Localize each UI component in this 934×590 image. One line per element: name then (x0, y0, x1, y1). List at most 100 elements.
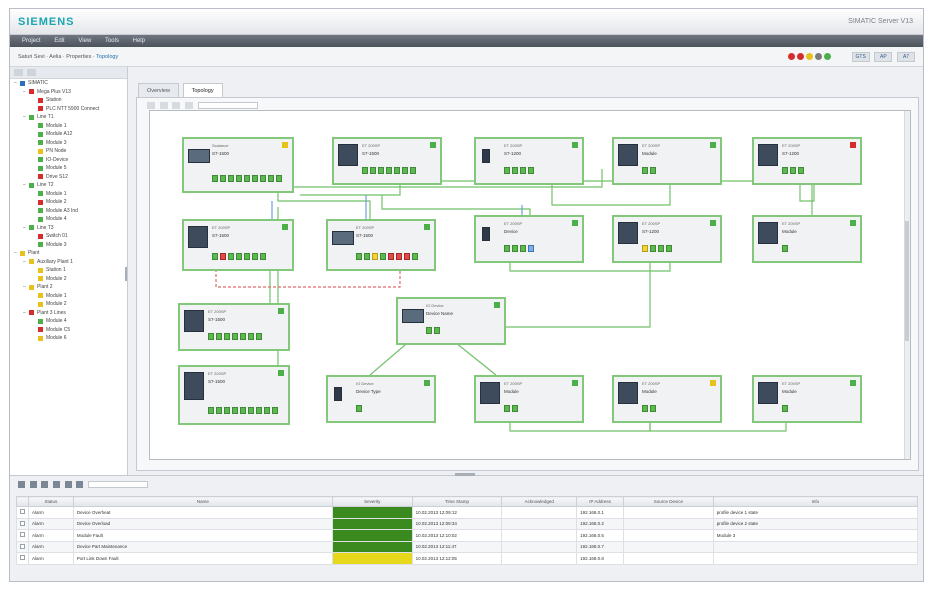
tree-node[interactable]: –Auxiliary Plant 1 (10, 258, 127, 267)
port-icon[interactable] (412, 253, 418, 260)
scrollbar-thumb[interactable] (905, 221, 909, 341)
port-icon[interactable] (264, 407, 270, 414)
expand-toggle-icon[interactable]: – (23, 284, 26, 291)
port-icon[interactable] (260, 175, 266, 182)
menu-item-edit[interactable]: Edit (54, 38, 65, 44)
port-icon[interactable] (642, 167, 648, 174)
export-icon[interactable] (41, 481, 49, 488)
port-icon[interactable] (236, 253, 242, 260)
port-icon[interactable] (260, 253, 266, 260)
tree-node[interactable]: –Line T3 (10, 224, 127, 233)
tree-node[interactable]: –Line T2 (10, 181, 127, 190)
tree-node[interactable]: Station (10, 96, 127, 105)
port-icon[interactable] (364, 253, 370, 260)
menu-item-help[interactable]: Help (132, 38, 145, 44)
menu-item-tools[interactable]: Tools (104, 38, 119, 44)
tree-node[interactable]: –Plant 2 (10, 283, 127, 292)
tree-node[interactable]: –SIMATIC (10, 79, 127, 88)
tree-node[interactable]: Module 1 (10, 190, 127, 199)
port-icon[interactable] (244, 175, 250, 182)
collapse-all-icon[interactable] (14, 69, 23, 76)
port-icon[interactable] (276, 175, 282, 182)
port-icon[interactable] (228, 253, 234, 260)
breadcrumb-current[interactable]: Topology (96, 54, 119, 60)
port-icon[interactable] (394, 167, 400, 174)
port-icon[interactable] (248, 407, 254, 414)
expand-toggle-icon[interactable]: – (23, 224, 26, 231)
port-icon[interactable] (504, 405, 510, 412)
tree-node[interactable]: Module 4 (10, 215, 127, 224)
row-checkbox[interactable] (20, 555, 25, 561)
toolbar-button-gts[interactable]: GTS (851, 52, 870, 62)
network-link[interactable] (799, 169, 815, 202)
port-icon[interactable] (220, 253, 226, 260)
port-icon[interactable] (216, 407, 222, 414)
port-icon[interactable] (504, 245, 510, 252)
port-icon[interactable] (220, 175, 226, 182)
port-icon[interactable] (782, 245, 788, 252)
tree-node[interactable]: –Plant 3 Lines (10, 309, 127, 318)
columns-icon[interactable] (64, 481, 72, 488)
port-icon[interactable] (272, 407, 278, 414)
row-select-cell[interactable] (16, 529, 29, 542)
port-icon[interactable] (520, 167, 526, 174)
expand-toggle-icon[interactable]: – (23, 258, 26, 265)
column-header[interactable]: Acknowledged (501, 496, 578, 507)
tree-node[interactable]: Module 1 (10, 122, 127, 131)
port-icon[interactable] (658, 245, 664, 252)
tree-node[interactable]: –Line T1 (10, 113, 127, 122)
zoom-out-icon[interactable] (159, 102, 168, 109)
tab-topology[interactable]: Topology (182, 83, 223, 97)
tree-node[interactable]: Module 4 (10, 317, 127, 326)
port-icon[interactable] (236, 175, 242, 182)
tree-node[interactable]: Switch 01 (10, 232, 127, 241)
tree-node[interactable]: IO-Device (10, 156, 127, 165)
row-select-cell[interactable] (16, 540, 29, 553)
port-icon[interactable] (388, 253, 394, 260)
row-select-cell[interactable] (16, 506, 29, 519)
port-icon[interactable] (512, 405, 518, 412)
port-icon[interactable] (244, 253, 250, 260)
port-icon[interactable] (642, 405, 648, 412)
column-header[interactable]: Source Device (623, 496, 714, 507)
tree-node[interactable]: Module 6 (10, 334, 127, 343)
port-icon[interactable] (396, 253, 402, 260)
alarm-filter-select[interactable] (88, 481, 149, 488)
tree-node[interactable]: Module 3 (10, 241, 127, 250)
tree-node[interactable]: PLC NTT 5900 Connect (10, 105, 127, 114)
port-icon[interactable] (520, 245, 526, 252)
port-icon[interactable] (528, 245, 534, 252)
port-icon[interactable] (798, 167, 804, 174)
port-icon[interactable] (208, 333, 214, 340)
tree-node[interactable]: Module 2 (10, 300, 127, 309)
port-icon[interactable] (650, 405, 656, 412)
tree-node[interactable]: Module 1 (10, 292, 127, 301)
tree-node[interactable]: –Plant (10, 249, 127, 258)
row-checkbox[interactable] (20, 520, 25, 526)
canvas-scrollbar[interactable] (904, 111, 910, 459)
port-icon[interactable] (232, 333, 238, 340)
port-icon[interactable] (666, 245, 672, 252)
toolbar-button-a7[interactable]: A7 (897, 52, 915, 62)
port-icon[interactable] (372, 253, 378, 260)
layout-icon[interactable] (185, 102, 194, 109)
tree-node[interactable]: Drive S12 (10, 173, 127, 182)
port-icon[interactable] (426, 327, 432, 334)
